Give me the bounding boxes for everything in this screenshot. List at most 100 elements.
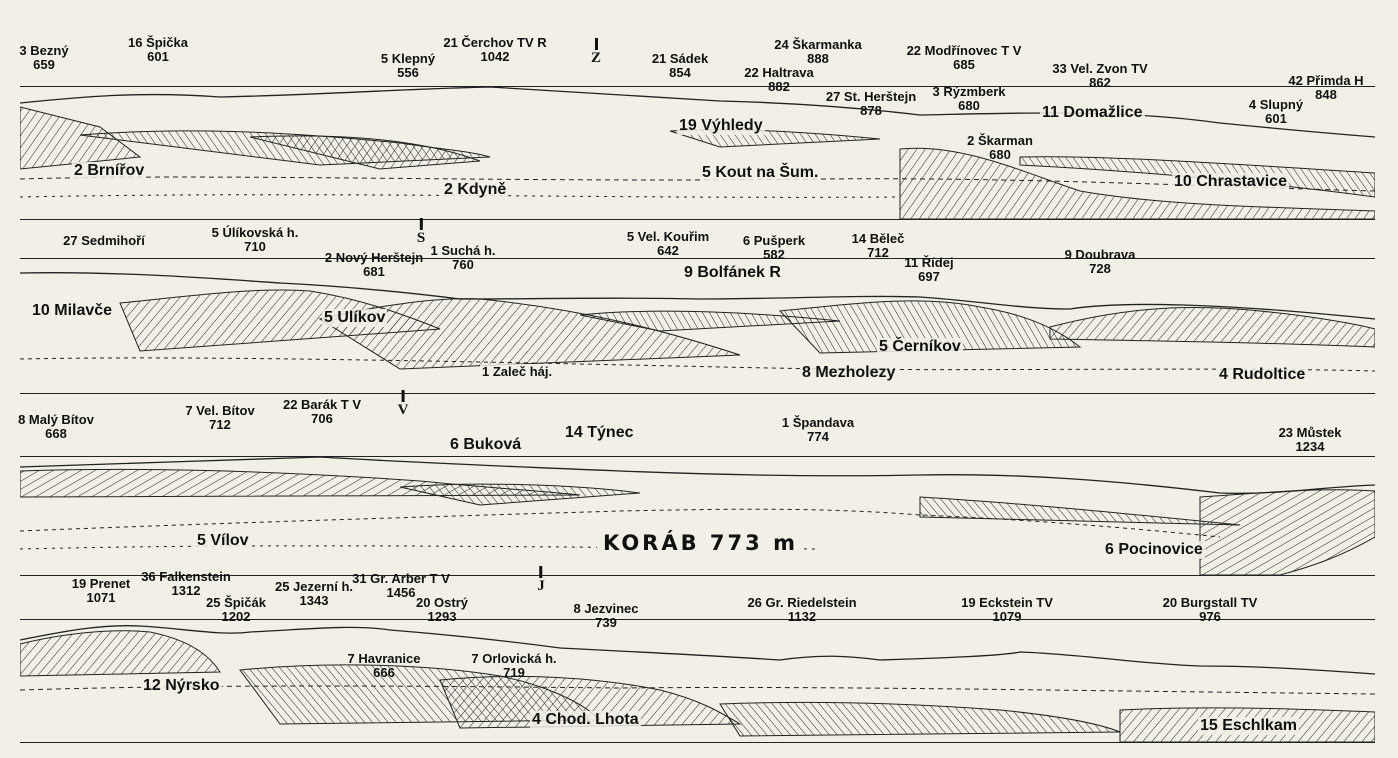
peak-label: 5 Úlíkovská h.710 bbox=[212, 226, 299, 254]
peak-name: 7 Havranice bbox=[347, 651, 421, 666]
peak-name: 25 Špičák bbox=[206, 595, 266, 610]
peak-label: 7 Orlovická h.719 bbox=[471, 652, 556, 680]
place-label: 15 Eschlkam bbox=[1198, 717, 1299, 735]
peak-name: 31 Gr. Arber T V bbox=[352, 571, 450, 586]
place-label: 4 Chod. Lhota bbox=[530, 711, 641, 729]
peak-name: 23 Můstek bbox=[1278, 425, 1342, 440]
peak-name: 42 Přimda H bbox=[1288, 73, 1364, 88]
panorama-drawing-west bbox=[20, 87, 1375, 219]
peak-name: 20 Ostrý bbox=[415, 595, 469, 610]
peak-elevation: 666 bbox=[373, 665, 395, 680]
place-label: 10 Milavče bbox=[30, 302, 115, 320]
direction-marker-west: Z bbox=[590, 38, 602, 66]
peak-name: 9 Doubrava bbox=[1064, 247, 1136, 262]
direction-bar-icon bbox=[419, 218, 423, 230]
peak-name: 1 Špandava bbox=[781, 415, 855, 430]
peak-elevation: 739 bbox=[595, 615, 617, 630]
peak-elevation: 976 bbox=[1199, 609, 1221, 624]
peak-elevation: 706 bbox=[311, 411, 333, 426]
peak-elevation: 728 bbox=[1089, 261, 1111, 276]
peak-elevation: 862 bbox=[1089, 75, 1111, 90]
peak-elevation: 710 bbox=[244, 239, 266, 254]
peak-elevation: 854 bbox=[669, 65, 691, 80]
peak-name: 21 Čerchov TV R bbox=[443, 35, 547, 50]
place-label: 1 Zaleč háj. bbox=[480, 364, 555, 379]
peak-elevation: 697 bbox=[918, 269, 940, 284]
direction-bar-icon bbox=[401, 390, 405, 402]
peak-name: 25 Jezerní h. bbox=[274, 579, 354, 594]
peak-elevation: 882 bbox=[768, 79, 790, 94]
peak-elevation: 878 bbox=[860, 103, 882, 118]
place-label: 6 Pocinovice bbox=[1103, 541, 1205, 559]
peak-name: 7 Vel. Bítov bbox=[185, 403, 255, 418]
peak-name: 6 Pušperk bbox=[742, 233, 806, 248]
peak-name: 21 Sádek bbox=[651, 51, 709, 66]
direction-marker-south: J bbox=[537, 566, 545, 594]
place-label: 10 Chrastavice bbox=[1172, 173, 1289, 191]
peak-label: 25 Jezerní h.1343 bbox=[275, 580, 353, 608]
place-label: 11 Domažlice bbox=[1040, 104, 1145, 122]
peak-elevation: 680 bbox=[989, 147, 1011, 162]
direction-marker-east: V bbox=[397, 390, 409, 418]
direction-marker-north: S bbox=[417, 218, 425, 246]
peak-elevation: 1071 bbox=[86, 590, 116, 605]
peak-name: 16 Špička bbox=[128, 35, 188, 50]
peak-elevation: 582 bbox=[763, 247, 785, 262]
peak-name: 5 Úlíkovská h. bbox=[211, 225, 299, 240]
place-label: 6 Buková bbox=[448, 436, 524, 454]
peak-elevation: 848 bbox=[1315, 87, 1337, 102]
peak-elevation: 642 bbox=[657, 243, 679, 258]
peak-elevation: 681 bbox=[363, 264, 385, 279]
direction-letter: V bbox=[397, 402, 409, 418]
peak-name: 1 Suchá h. bbox=[430, 243, 496, 258]
peak-elevation: 1202 bbox=[221, 609, 251, 624]
panorama-drawing-north bbox=[20, 272, 1375, 372]
place-label: 2 Kdyně bbox=[442, 181, 509, 199]
peak-elevation: 1293 bbox=[427, 609, 457, 624]
peak-name: 3 Bezný bbox=[19, 43, 69, 58]
peak-name: 2 Nový Herštejn bbox=[324, 250, 424, 265]
place-label: 19 Výhledy bbox=[677, 117, 765, 135]
panorama-panel-south bbox=[20, 619, 1375, 743]
panorama-drawing-south bbox=[20, 625, 1375, 742]
place-label: 5 Černíkov bbox=[877, 338, 963, 356]
peak-label: 1 Suchá h.760 bbox=[430, 244, 495, 272]
peak-name: 7 Orlovická h. bbox=[471, 651, 557, 666]
peak-elevation: 719 bbox=[503, 665, 525, 680]
peak-name: 4 Slupný bbox=[1248, 97, 1304, 112]
peak-elevation: 668 bbox=[45, 426, 67, 441]
direction-bar-icon bbox=[594, 38, 598, 50]
place-label: 5 Ulíkov bbox=[322, 309, 388, 327]
peak-name: 8 Jezvinec bbox=[573, 601, 639, 616]
peak-name: 20 Burgstall TV bbox=[1162, 595, 1258, 610]
direction-letter: Z bbox=[590, 50, 602, 66]
peak-elevation: 685 bbox=[953, 57, 975, 72]
peak-name: 22 Haltrava bbox=[744, 65, 814, 80]
peak-name: 27 Sedmihoří bbox=[63, 233, 145, 248]
peak-elevation: 659 bbox=[33, 57, 55, 72]
